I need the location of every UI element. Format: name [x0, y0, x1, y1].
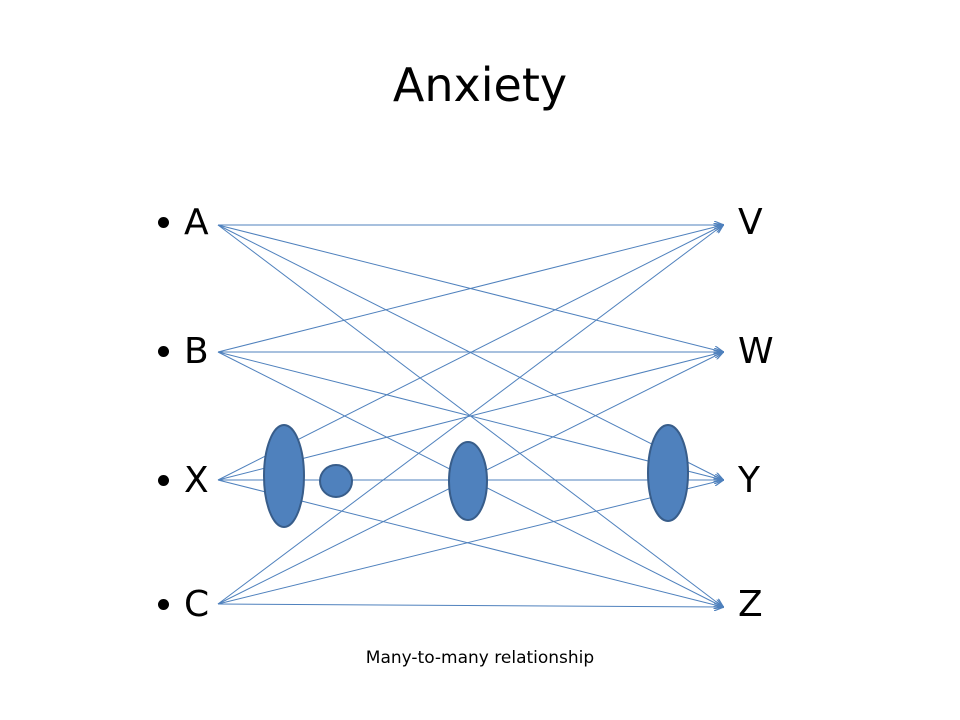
source-label-b: B — [184, 331, 209, 372]
arrow-c-to-y — [217, 480, 723, 605]
arrow-b-to-v — [217, 225, 723, 353]
bullet-icon — [158, 346, 169, 357]
ellipse-group — [263, 424, 689, 528]
arrow-c-to-z — [217, 604, 723, 607]
diagram-caption: Many-to-many relationship — [365, 648, 595, 668]
arrow-x-to-v — [217, 225, 723, 481]
bullet-icon — [158, 475, 169, 486]
target-label-v: V — [738, 202, 763, 243]
source-label-x: X — [184, 460, 209, 501]
arrow-c-to-v — [217, 225, 723, 605]
arrow-group — [217, 225, 723, 607]
bullet-icon — [158, 217, 169, 228]
bullet-icon — [158, 599, 169, 610]
tall-ellipse-right — [647, 424, 689, 522]
target-label-z: Z — [738, 584, 763, 625]
source-label-a: A — [184, 202, 209, 243]
slide-title: Anxiety — [392, 58, 568, 112]
small-circle — [319, 464, 353, 498]
target-label-y: Y — [738, 460, 760, 501]
target-label-w: W — [738, 331, 774, 372]
ellipse-middle — [448, 441, 488, 521]
tall-ellipse-left — [263, 424, 305, 528]
source-label-c: C — [184, 584, 210, 625]
